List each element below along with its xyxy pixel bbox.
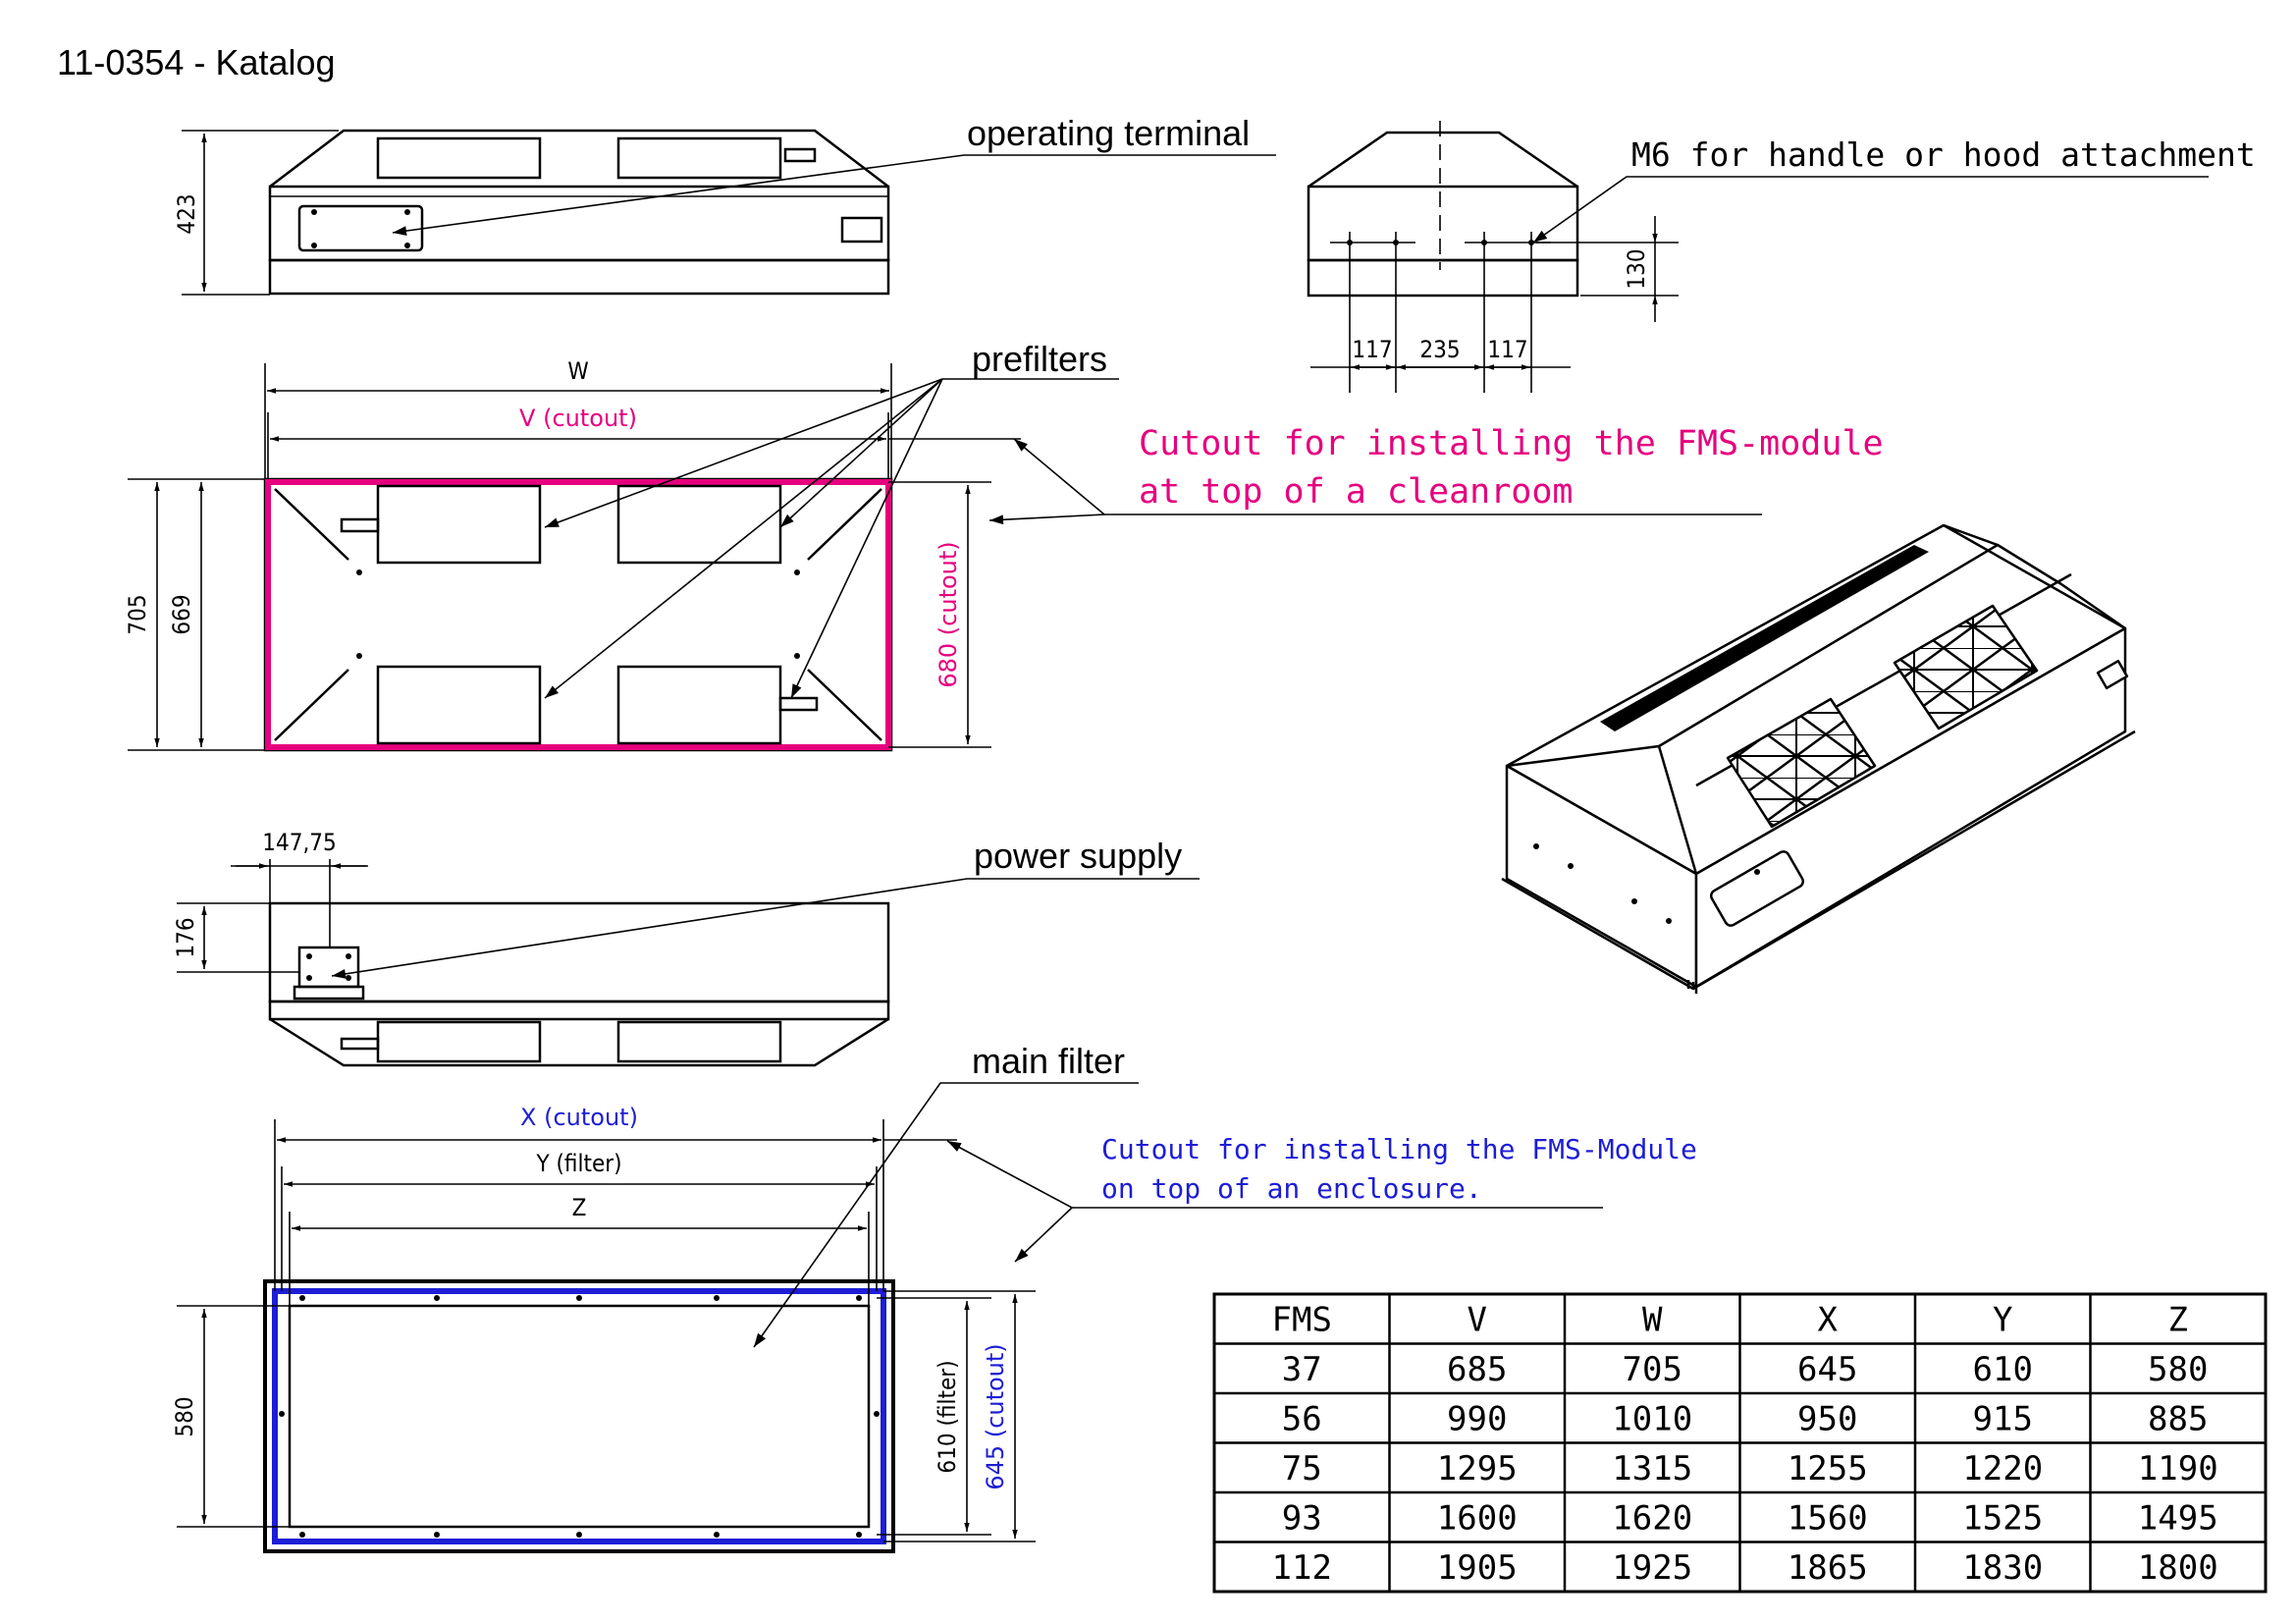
table-cell: 1255 — [1788, 1449, 1868, 1488]
dim-bottom-height: 580 — [171, 1396, 198, 1436]
table-cell: 1010 — [1612, 1399, 1692, 1438]
table-cell: 1600 — [1437, 1498, 1518, 1538]
table-cell: 1905 — [1437, 1548, 1518, 1588]
table-cell: 645 — [1797, 1350, 1857, 1389]
dim-side-a: 117 — [1352, 336, 1392, 363]
table-cell: 1830 — [1962, 1548, 2043, 1588]
rear-view: 147,75 176 power supply — [172, 829, 1200, 1067]
table-cell: 1865 — [1788, 1548, 1868, 1588]
cleanroom-note-line2: at top of a cleanroom — [1139, 472, 1574, 512]
operating-terminal-panel — [297, 204, 424, 252]
dim-top-outer: 705 — [124, 594, 151, 634]
enclosure-cutout-outline — [272, 1288, 886, 1544]
table-header-cell: FMS — [1272, 1300, 1332, 1339]
prefilter-grille — [376, 1020, 782, 1063]
dim-top-cutout-height: 680 (cutout) — [934, 541, 962, 687]
bottom-view: X (cutout) Y (filter) Z 580 610 (filter)… — [171, 1041, 1697, 1553]
label-main-filter: main filter — [972, 1041, 1125, 1081]
table-cell: 1800 — [2138, 1548, 2218, 1588]
prefilter-grille — [376, 484, 782, 745]
table-cell: 685 — [1447, 1350, 1507, 1389]
label-operating-terminal: operating terminal — [967, 113, 1250, 153]
table-header-cell: V — [1468, 1300, 1487, 1339]
dim-rear-offset: 147,75 — [262, 829, 337, 856]
table-cell: 1220 — [1962, 1449, 2043, 1488]
dim-bottom-cutout: X (cutout) — [520, 1104, 638, 1131]
dim-bottom-z: Z — [572, 1194, 587, 1221]
dim-top-width: W — [567, 357, 588, 385]
table-cell: 915 — [1973, 1399, 2033, 1438]
table-header-cell: W — [1642, 1300, 1663, 1339]
table-cell: 112 — [1272, 1548, 1332, 1588]
side-view: 117 235 117 130 M6 for handle or hood at… — [1307, 121, 2256, 393]
isometric-view — [1501, 523, 2136, 994]
dim-side-c: 117 — [1487, 336, 1527, 363]
table-cell: 1560 — [1788, 1498, 1868, 1538]
table-cell: 885 — [2148, 1399, 2208, 1438]
table-cell: 1190 — [2138, 1449, 2218, 1488]
table-header-cell: Z — [2168, 1300, 2188, 1339]
table-cell: 705 — [1623, 1350, 1682, 1389]
dim-rear-height: 176 — [172, 917, 199, 957]
dim-side-b: 235 — [1419, 336, 1460, 363]
dim-side-height: 130 — [1623, 248, 1650, 289]
dim-top-inner: 669 — [168, 594, 195, 634]
table-cell: 56 — [1282, 1399, 1322, 1438]
label-power-supply: power supply — [974, 836, 1182, 876]
table-cell: 93 — [1282, 1498, 1322, 1538]
label-m6-note: M6 for handle or hood attachment — [1631, 135, 2256, 174]
table-cell: 1925 — [1612, 1548, 1692, 1588]
enclosure-note-line1: Cutout for installing the FMS-Module — [1101, 1133, 1697, 1165]
table-header-cell: Y — [1993, 1300, 2012, 1339]
table-cell: 1495 — [2138, 1498, 2218, 1538]
front-view: 423 operating terminal — [173, 113, 1276, 296]
prefilter-grille — [376, 136, 782, 180]
enclosure-note-line2: on top of an enclosure. — [1101, 1172, 1482, 1205]
table-cell: 1295 — [1437, 1449, 1518, 1488]
dim-bottom-filter: Y (filter) — [535, 1150, 621, 1177]
dim-bottom-cutout-height: 645 (cutout) — [982, 1343, 1009, 1489]
table-cell: 950 — [1797, 1399, 1857, 1438]
dim-front-height: 423 — [173, 193, 200, 234]
dim-bottom-filter-height: 610 (filter) — [934, 1360, 961, 1473]
table-cell: 37 — [1282, 1350, 1322, 1389]
page-title: 11-0354 - Katalog — [57, 42, 336, 82]
cleanroom-cutout-outline — [265, 479, 891, 750]
dim-top-cutout: V (cutout) — [519, 405, 637, 432]
cleanroom-note-line1: Cutout for installing the FMS-module — [1139, 424, 1884, 463]
table-cell: 1525 — [1962, 1498, 2043, 1538]
table-cell: 610 — [1973, 1350, 2033, 1389]
table-cell: 990 — [1447, 1399, 1507, 1438]
table-header-cell: X — [1818, 1300, 1839, 1339]
dimension-table: FMS V W X Y Z 37 685 705 645 610 580 56 990 1010 950 915… — [1212, 1292, 2268, 1594]
label-prefilters: prefilters — [972, 339, 1107, 379]
table-cell: 75 — [1282, 1449, 1322, 1488]
table-cell: 580 — [2148, 1350, 2208, 1389]
table-cell: 1315 — [1612, 1449, 1692, 1488]
top-view: W V (cutout) 705 669 680 (cutout) prefil… — [124, 339, 1884, 752]
table-cell: 1620 — [1612, 1498, 1692, 1538]
power-supply-box — [297, 946, 360, 989]
